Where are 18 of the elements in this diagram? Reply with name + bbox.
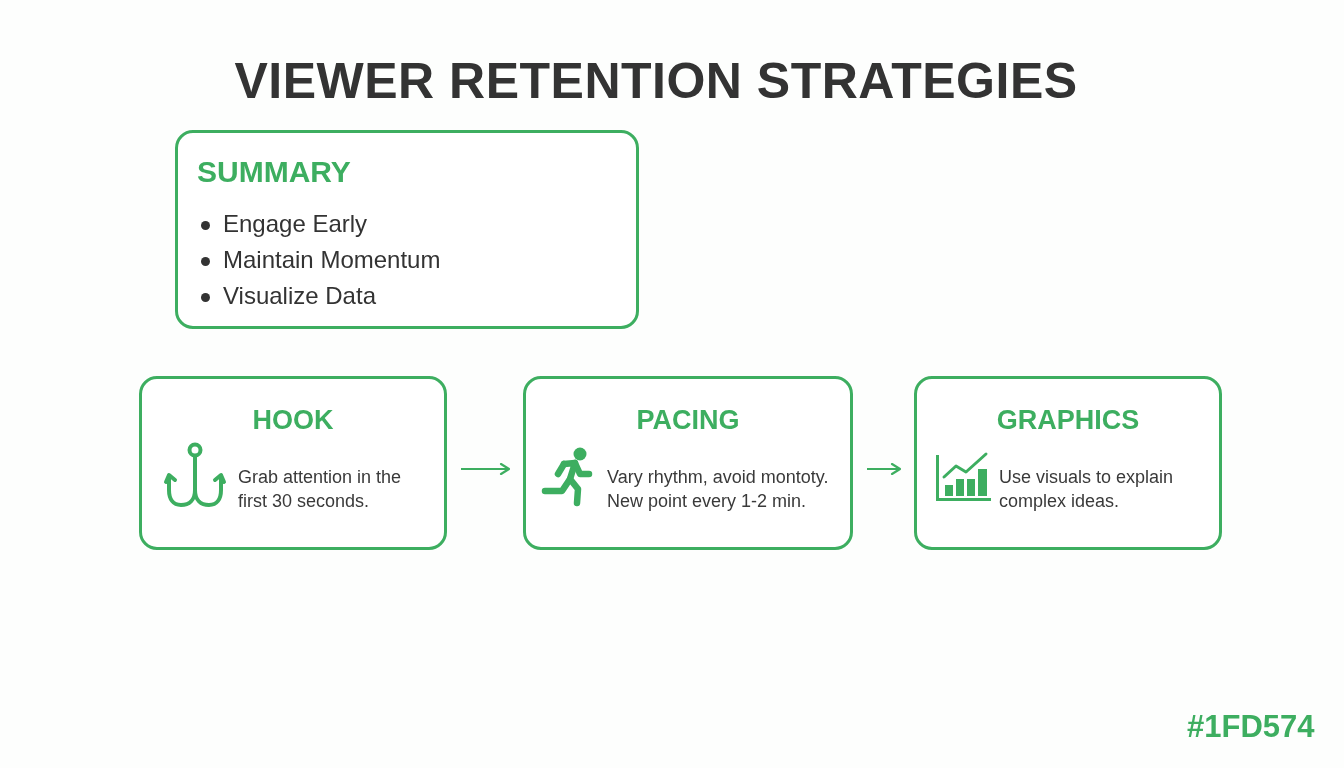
arrow xyxy=(461,462,511,476)
card-heading: GRAPHICS xyxy=(995,405,1141,436)
bullet-text: Visualize Data xyxy=(223,282,376,310)
diagram-title: VIEWER RETENTION STRATEGIES xyxy=(233,52,1079,110)
step-card xyxy=(523,376,853,550)
color-code-label: #1FD574 xyxy=(1187,709,1315,745)
summary-card xyxy=(175,130,639,329)
card-heading: HOOK xyxy=(251,405,335,436)
step-card xyxy=(139,376,447,550)
card-description: Grab attention in the first 30 seconds. xyxy=(238,466,403,513)
arrow xyxy=(867,462,902,476)
step-card xyxy=(914,376,1222,550)
card-description: Use visuals to explain complex ideas. xyxy=(999,466,1175,513)
card-description: Vary rhythm, avoid montoty. New point every 1-2 min. xyxy=(607,466,830,513)
card-heading: PACING xyxy=(635,405,741,436)
bullet-text: Engage Early xyxy=(223,210,368,238)
bullet-text: Maintain Momentum xyxy=(223,246,441,274)
card-heading: SUMMARY xyxy=(197,155,351,189)
